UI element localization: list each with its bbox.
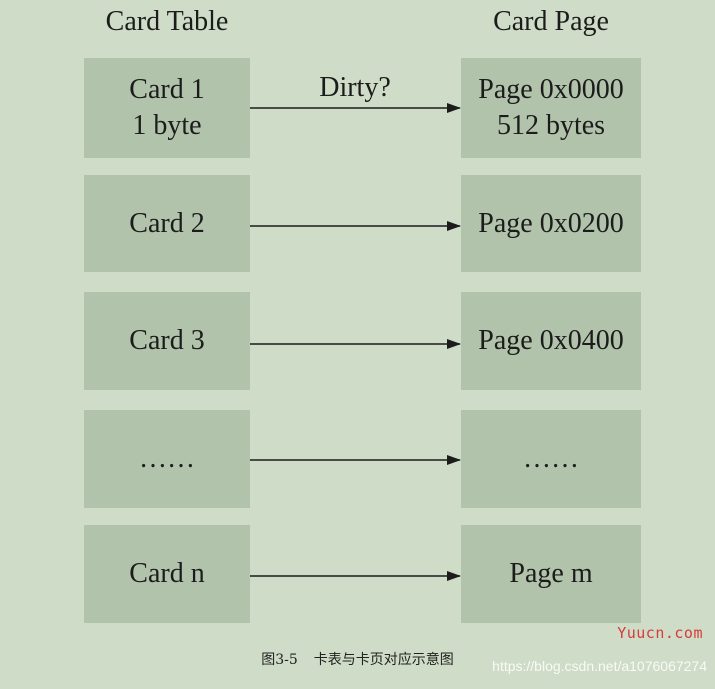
page-box-0x0000: Page 0x0000 512 bytes (461, 58, 641, 158)
card-box-ellipsis: …… (84, 410, 250, 508)
page-box-m: Page m (461, 525, 641, 623)
card-label: …… (139, 443, 195, 474)
caption-text: 卡表与卡页对应示意图 (313, 652, 454, 668)
card-box-2: Card 2 (84, 175, 250, 272)
page-box-0x0400: Page 0x0400 (461, 292, 641, 390)
page-label: Page m (509, 558, 593, 589)
card-size-label: 1 byte (132, 110, 202, 141)
card-page-header: Card Page (493, 6, 609, 37)
page-label: Page 0x0200 (478, 207, 624, 239)
page-box-0x0200: Page 0x0200 (461, 175, 641, 272)
figure-number: 图3-5 (261, 652, 298, 668)
page-label: …… (523, 443, 579, 474)
page-size-label: 512 bytes (496, 110, 606, 141)
card-label: Card 1 (129, 74, 205, 105)
page-label: Page 0x0000 (478, 74, 624, 105)
card-box-3: Card 3 (84, 292, 250, 390)
card-box-n: Card n (84, 525, 250, 623)
watermark-site: Yuucn.com (617, 624, 703, 642)
card-label: Card 3 (129, 325, 205, 356)
dirty-label: Dirty? (319, 72, 391, 103)
page-label: Page 0x0400 (478, 325, 624, 356)
card-box-1: Card 1 1 byte (84, 58, 250, 158)
watermark-url: https://blog.csdn.net/a1076067274 (492, 658, 707, 674)
page-box-ellipsis: …… (461, 410, 641, 508)
card-label: Card 2 (129, 207, 205, 239)
figure-caption: 图3-5 卡表与卡页对应示意图 (0, 650, 715, 670)
card-table-header: Card Table (105, 6, 229, 37)
card-label: Card n (129, 558, 205, 589)
